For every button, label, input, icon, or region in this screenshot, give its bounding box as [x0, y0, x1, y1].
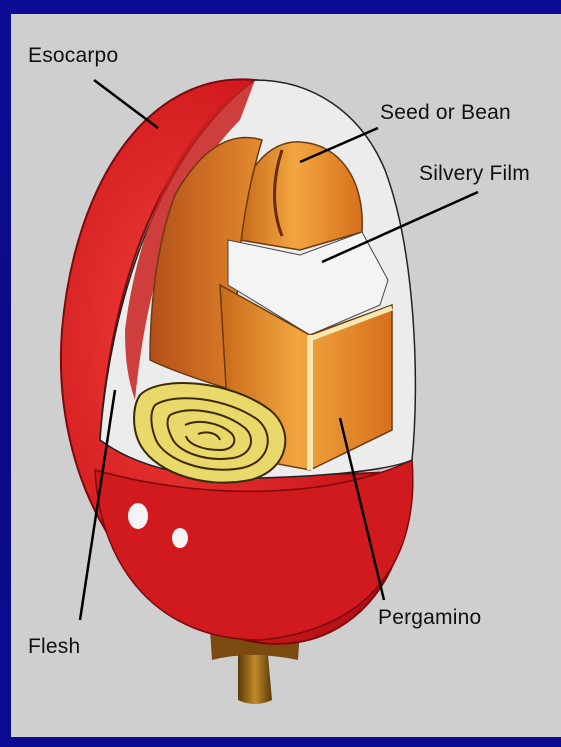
leader-esocarpo	[94, 80, 158, 128]
label-flesh: Flesh	[28, 635, 80, 659]
label-esocarpo: Esocarpo	[28, 44, 118, 68]
label-seed-or-bean: Seed or Bean	[380, 101, 511, 125]
flesh-spot	[172, 528, 188, 548]
flesh-spot	[128, 503, 148, 529]
label-silvery-film: Silvery Film	[419, 162, 530, 186]
label-pergamino: Pergamino	[378, 606, 481, 630]
